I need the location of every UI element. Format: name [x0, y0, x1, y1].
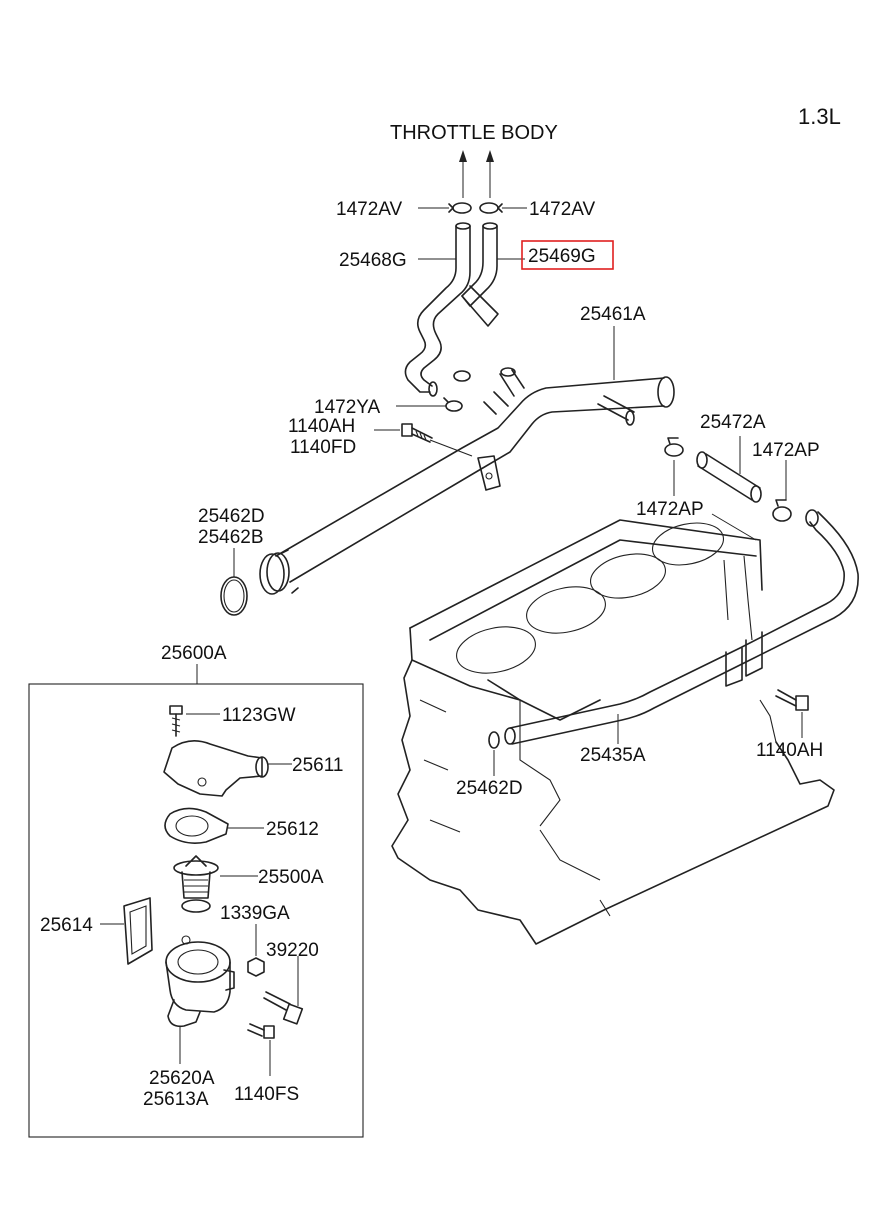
clamp-1472av-left[interactable]	[448, 202, 472, 214]
callout-25469g-highlight	[521, 240, 614, 270]
clamp-1472ap-upper[interactable]	[664, 437, 684, 457]
clamp-1472av-right[interactable]	[479, 202, 503, 214]
callout-25472a[interactable]: 25472A	[700, 412, 766, 433]
hose-25468g[interactable]	[404, 222, 471, 397]
callout-1140ah-top[interactable]: 1140AH	[288, 416, 355, 437]
oring-25462d-bottom[interactable]	[488, 731, 500, 749]
callout-25435a[interactable]: 25435A	[580, 745, 646, 766]
pipe-25461a[interactable]	[259, 367, 675, 595]
thermostat-kit-box	[28, 683, 364, 1138]
callout-25613a[interactable]: 25613A	[143, 1089, 209, 1110]
callout-25462d-top[interactable]: 25462D	[198, 506, 265, 527]
callout-25469g[interactable]: 25469G	[528, 246, 596, 267]
callout-25614[interactable]: 25614	[40, 915, 93, 936]
callout-1472ap-center[interactable]: 1472AP	[636, 499, 704, 520]
callout-1339ga[interactable]: 1339GA	[220, 903, 290, 924]
clamp-1472ap-lower[interactable]	[772, 499, 792, 522]
thermostat-25500a[interactable]	[173, 855, 219, 913]
thermostat-housing-25620a[interactable]	[165, 935, 235, 1028]
callout-25461a[interactable]: 25461A	[580, 304, 646, 325]
housing-cover-25611[interactable]	[163, 740, 269, 797]
callout-1140fd[interactable]: 1140FD	[290, 437, 356, 458]
callout-39220[interactable]: 39220	[266, 940, 319, 961]
callout-25500a[interactable]: 25500A	[258, 867, 324, 888]
gasket-25614[interactable]	[123, 897, 153, 965]
hose-25469g[interactable]	[461, 222, 499, 327]
throttle-body-label: THROTTLE BODY	[390, 122, 558, 144]
callout-1123gw[interactable]: 1123GW	[222, 705, 296, 726]
bolt-1123gw[interactable]	[169, 705, 183, 737]
callout-25611[interactable]: 25611	[292, 755, 343, 776]
pipe-25435a[interactable]	[504, 509, 859, 745]
gasket-25612[interactable]	[164, 807, 229, 844]
nut-1339ga[interactable]	[247, 957, 265, 977]
callout-1472ya[interactable]: 1472YA	[314, 397, 381, 418]
engine-label: 1.3L	[798, 104, 841, 129]
sensor-39220[interactable]	[263, 991, 304, 1025]
bolt-1140ah-top[interactable]	[401, 423, 433, 443]
callout-25468g[interactable]: 25468G	[339, 250, 407, 271]
callout-1472ap-right[interactable]: 1472AP	[752, 440, 820, 461]
bolt-1140ah-bottom[interactable]	[775, 689, 809, 711]
callout-1140ah-bottom[interactable]: 1140AH	[756, 740, 823, 761]
callout-25600a[interactable]: 25600A	[161, 643, 227, 664]
callout-25462b[interactable]: 25462B	[198, 527, 264, 548]
clamp-1472ya[interactable]	[443, 370, 471, 412]
callout-25612[interactable]: 25612	[266, 819, 319, 840]
oring-25462d-top[interactable]	[220, 576, 248, 616]
callout-1472av-right[interactable]: 1472AV	[529, 199, 596, 220]
callout-1472av-left[interactable]: 1472AV	[336, 199, 403, 220]
bolt-1140fs[interactable]	[247, 1023, 275, 1039]
callout-1140fs[interactable]: 1140FS	[234, 1084, 299, 1105]
throttle-arrows	[459, 150, 494, 198]
hose-25472a[interactable]	[696, 451, 762, 503]
callout-25620a[interactable]: 25620A	[149, 1068, 215, 1089]
callout-25462d-bottom[interactable]: 25462D	[456, 778, 523, 799]
engine-block	[391, 519, 835, 945]
